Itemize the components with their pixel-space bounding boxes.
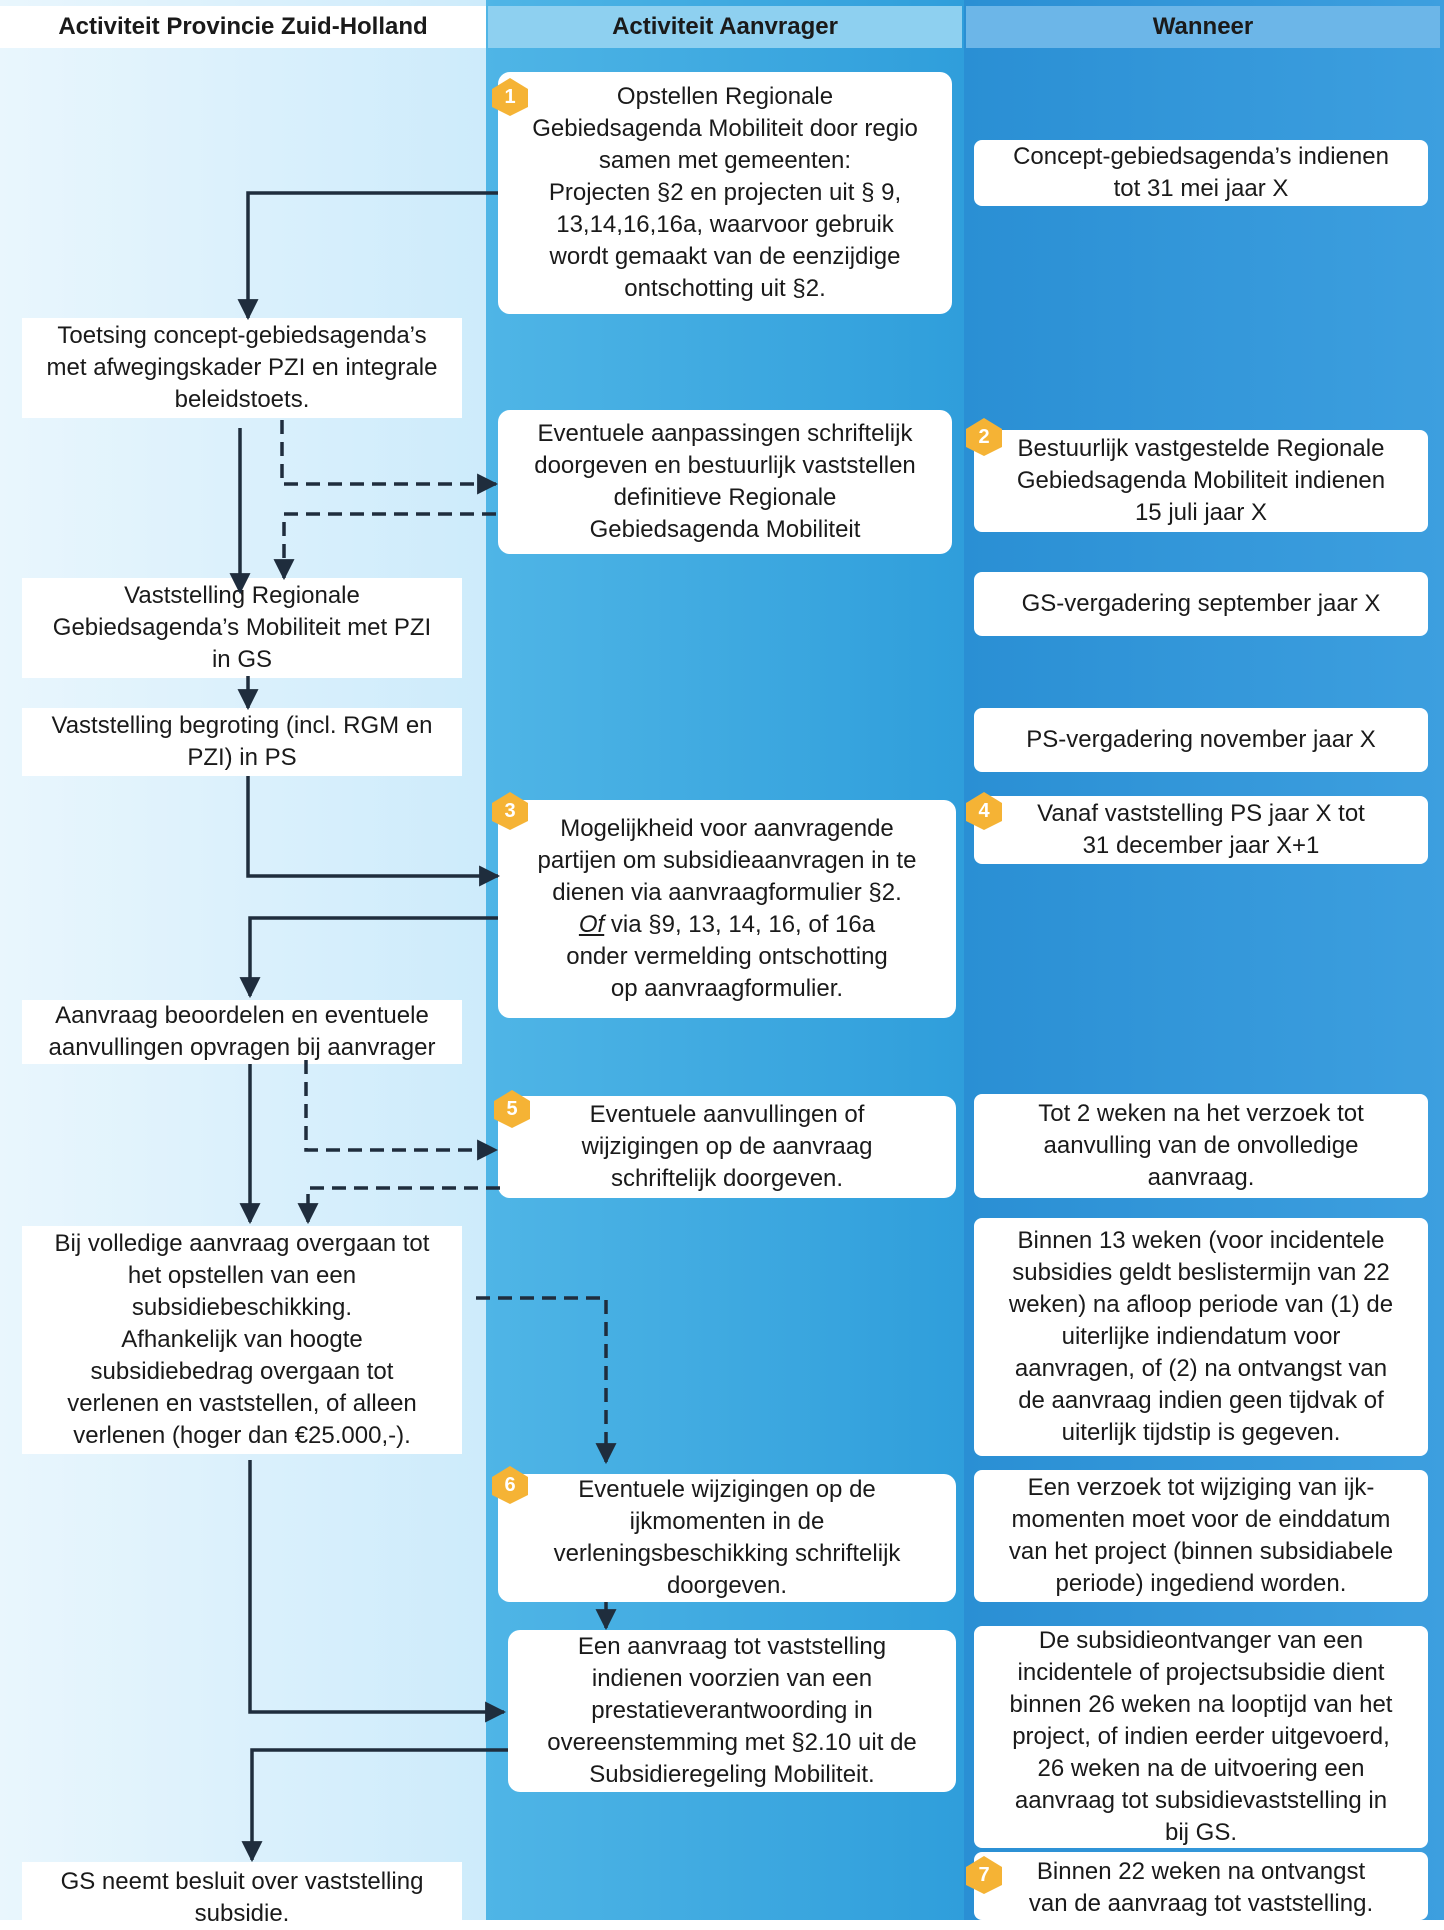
step-begroting: Vaststelling begroting (incl. RGM en PZI… xyxy=(22,708,462,776)
step3-text-b: via §9, 13, 14, 16, of 16a xyxy=(604,911,876,938)
lane-provincie xyxy=(0,0,486,1920)
header-wanneer: Wanneer xyxy=(966,6,1440,48)
step-aanpassingen: Eventuele aanpassingen schriftelijk door… xyxy=(498,410,952,554)
when-ps-vergadering: PS-vergadering november jaar X xyxy=(974,708,1428,772)
header-provincie: Activiteit Provincie Zuid-Holland xyxy=(0,6,486,48)
step3-text-c: onder vermelding ontschotting op aanvraa… xyxy=(566,943,888,1002)
step3-text-a: Mogelijkheid voor aanvragende partijen o… xyxy=(537,815,917,906)
step-toetsing: Toetsing concept-gebiedsagenda’s met afw… xyxy=(22,318,462,418)
badge-6-icon: 6 xyxy=(490,1464,530,1504)
badge-5-icon: 5 xyxy=(492,1088,532,1128)
when-concept-indienen: Concept-gebiedsagenda’s indienen tot 31 … xyxy=(974,140,1428,206)
step-besluit: GS neemt besluit over vaststelling subsi… xyxy=(22,1862,462,1927)
badge-3-icon: 3 xyxy=(490,790,530,830)
step-beoordelen: Aanvraag beoordelen en eventuele aanvull… xyxy=(22,1000,462,1064)
when-binnen-13-weken: Binnen 13 weken (voor incidentele subsid… xyxy=(974,1218,1428,1456)
badge-7-icon: 7 xyxy=(964,1854,1004,1894)
when-gs-vergadering: GS-vergadering september jaar X xyxy=(974,572,1428,636)
step-vaststelling-gs: Vaststelling Regionale Gebiedsagenda’s M… xyxy=(22,578,462,678)
badge-1-icon: 1 xyxy=(490,76,530,116)
when-wijziging-ijkmomenten: Een verzoek tot wijziging van ijk- momen… xyxy=(974,1470,1428,1602)
step-aanvullingen: Eventuele aanvullingen of wijzigingen op… xyxy=(498,1096,956,1198)
step-subsidieaanvragen: Mogelijkheid voor aanvragende partijen o… xyxy=(498,800,956,1018)
when-vastgestelde-agenda: Bestuurlijk vastgestelde Regionale Gebie… xyxy=(974,430,1428,532)
header-aanvrager: Activiteit Aanvrager xyxy=(488,6,962,48)
when-vanaf-vaststelling: Vanaf vaststelling PS jaar X tot 31 dece… xyxy=(974,796,1428,864)
step-wijzigingen-ijkmomenten: Eventuele wijzigingen op de ijkmomenten … xyxy=(498,1474,956,1602)
step-aanvraag-vaststelling: Een aanvraag tot vaststelling indienen v… xyxy=(508,1630,956,1792)
badge-2-icon: 2 xyxy=(964,416,1004,456)
step-opstellen-gebiedsagenda: Opstellen Regionale Gebiedsagenda Mobili… xyxy=(498,72,952,314)
step-beschikking: Bij volledige aanvraag overgaan tot het … xyxy=(22,1226,462,1454)
badge-4-icon: 4 xyxy=(964,790,1004,830)
when-tot-2-weken: Tot 2 weken na het verzoek tot aanvullin… xyxy=(974,1094,1428,1198)
when-26-weken: De subsidieontvanger van een incidentele… xyxy=(974,1626,1428,1848)
when-22-weken: Binnen 22 weken na ontvangst van de aanv… xyxy=(974,1852,1428,1920)
step3-of: Of xyxy=(578,911,605,938)
